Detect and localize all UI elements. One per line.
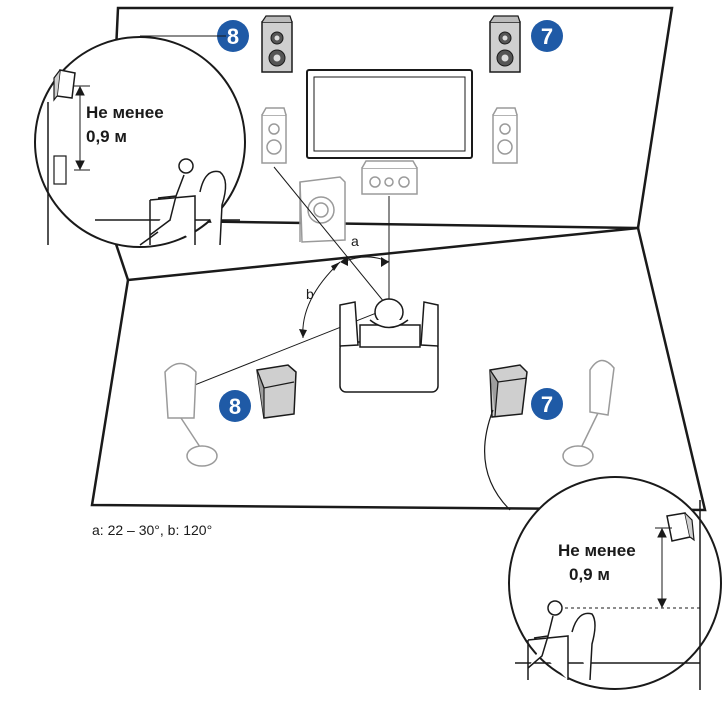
television xyxy=(307,70,472,158)
badge-front-right-height: 7 xyxy=(531,20,563,52)
wall-speaker-right xyxy=(667,513,694,541)
height-note-right-line1: Не менее xyxy=(558,541,636,560)
front-left-height-speaker xyxy=(262,16,292,72)
surround-back-right-speaker xyxy=(490,365,527,417)
wall-speaker-high xyxy=(54,70,75,100)
svg-text:8: 8 xyxy=(229,394,241,419)
height-note-right-line2: 0,9 м xyxy=(569,565,610,584)
wall-speaker-ear-level xyxy=(54,156,66,184)
front-right-speaker xyxy=(493,108,517,163)
svg-text:8: 8 xyxy=(227,24,239,49)
center-speaker xyxy=(362,161,417,194)
surround-back-left-speaker xyxy=(257,365,296,418)
angle-b-label: b xyxy=(306,286,314,302)
front-right-height-speaker xyxy=(490,16,520,72)
angles-caption: a: 22 – 30°, b: 120° xyxy=(92,522,212,538)
height-note-left-line2: 0,9 м xyxy=(86,127,127,146)
svg-text:7: 7 xyxy=(541,392,553,417)
angle-a-label: a xyxy=(351,233,359,249)
svg-text:7: 7 xyxy=(541,24,553,49)
left-zoom-callout: Не менее 0,9 м xyxy=(35,36,245,247)
height-note-left-line1: Не менее xyxy=(86,103,164,122)
badge-surround-back-left: 8 xyxy=(219,390,251,422)
front-left-speaker xyxy=(262,108,286,163)
subwoofer xyxy=(300,177,345,242)
listener-sofa xyxy=(340,299,438,392)
badge-surround-back-right: 7 xyxy=(531,388,563,420)
